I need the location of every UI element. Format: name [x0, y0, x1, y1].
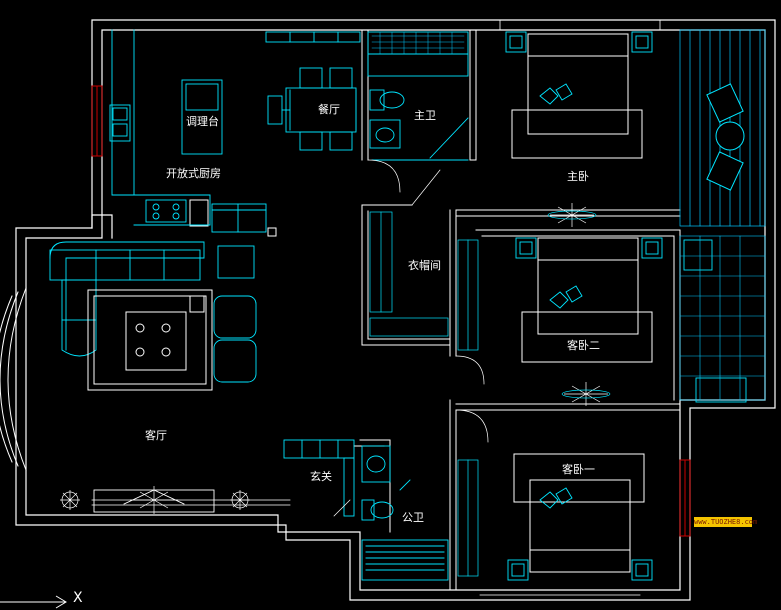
- lamp-icons: [60, 203, 611, 514]
- label-guest-bedroom-1: 客卧一: [562, 463, 595, 476]
- public-bath-fixtures: [361, 445, 449, 581]
- guest-1-fixtures: [507, 487, 653, 581]
- label-dining: 餐厅: [318, 103, 340, 116]
- watermark-badge: www.TUOZHE8.com: [694, 517, 758, 527]
- coffee-table: [87, 289, 213, 391]
- kitchen-fixtures: [109, 29, 361, 233]
- living-sofa: [49, 241, 257, 383]
- shower-grid: [371, 31, 465, 55]
- foyer-cabinet: [283, 439, 355, 517]
- label-foyer: 玄关: [310, 470, 332, 483]
- interior-walls: [189, 29, 681, 591]
- doors: [333, 159, 489, 517]
- windows: [91, 19, 661, 596]
- label-guest-bedroom-2: 客卧二: [567, 339, 600, 352]
- label-living-room: 客厅: [145, 429, 167, 442]
- guest-2-fixtures: [515, 237, 747, 403]
- label-walk-in-closet: 衣帽间: [408, 259, 441, 272]
- window-accents: [91, 85, 691, 537]
- label-kitchen: 开放式厨房: [166, 167, 221, 180]
- master-bath-fixtures: [367, 31, 469, 161]
- closet-rods: [369, 211, 479, 577]
- label-master-bath: 主卫: [414, 109, 436, 122]
- x-axis-label: X: [73, 590, 83, 606]
- label-prep-counter: 调理台: [186, 115, 219, 128]
- guest-2-balcony-tiles: [679, 235, 766, 401]
- dining-table: [267, 67, 357, 151]
- guest-bed-2: [521, 237, 653, 363]
- guest-bed-1: [513, 453, 645, 573]
- x-axis-arrow: [0, 595, 67, 609]
- master-bed: [511, 33, 643, 159]
- bay-window: [0, 287, 27, 471]
- label-public-bath: 公卫: [402, 511, 424, 524]
- label-master-bedroom: 主卧: [567, 170, 589, 183]
- master-nightstands: [505, 31, 653, 105]
- balcony-chairs: [706, 83, 745, 191]
